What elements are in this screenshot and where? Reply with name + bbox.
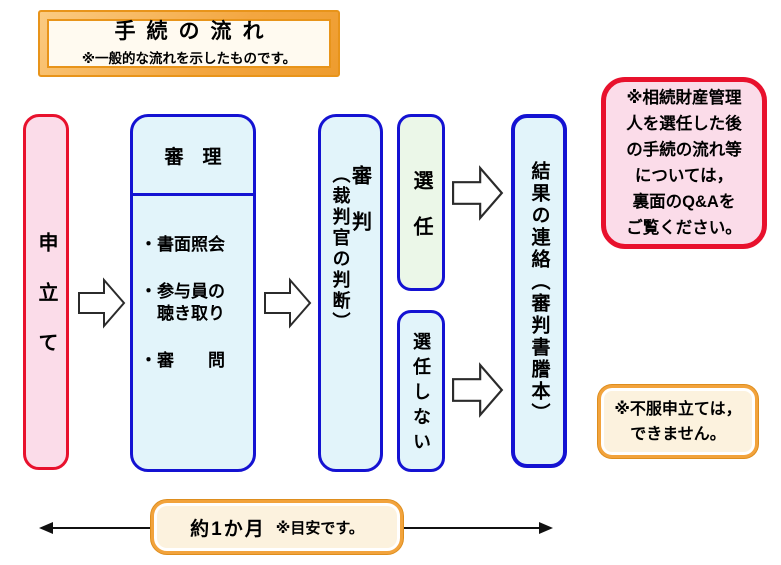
block-arrow-icon [78, 277, 126, 329]
block-arrow-icon [264, 277, 312, 329]
no-appointment-label: 選任しない [411, 332, 431, 457]
no-appointment-box: 選任しない [397, 310, 445, 472]
application-label: 申立て [35, 232, 57, 382]
application-box: 申立て [23, 114, 69, 470]
examination-header: 審 理 [164, 146, 222, 168]
duration-box: 約1か月 ※目安です。 [151, 500, 403, 554]
duration-label: 約1か月 [190, 518, 266, 540]
followup-note: ※相続財産管理 人を選任した後 の手続の流れ等 については， 裏面のQ&Aを ご… [601, 77, 767, 249]
appointment-box: 選任 [397, 114, 445, 291]
examination-body: ・書面照会 ・参与員の 聴き取り ・審 問 [133, 196, 253, 372]
block-arrow-icon [452, 362, 504, 418]
adjudication-sub-label: （裁判官の判断） [330, 164, 351, 333]
adjudication-label: 審判（裁判官の判断） [330, 164, 371, 422]
appointment-label: 選任 [410, 169, 432, 262]
examination-item: ・書面照会 [140, 235, 225, 254]
result-box: 結果の連絡（審判書謄本） [511, 114, 567, 468]
no-appeal-note: ※不服申立ては， できません。 [598, 385, 758, 458]
result-label: 結果の連絡（審判書謄本） [528, 160, 550, 425]
duration-note: ※目安です。 [275, 519, 364, 537]
title-note: ※一般的な流れを示したものです。 [81, 50, 297, 66]
no-appeal-note-text: ※不服申立ては， できません。 [614, 400, 742, 443]
examination-divider [133, 193, 253, 196]
page-title: 手続の流れ [114, 20, 275, 44]
examination-item: ・参与員の 聴き取り [140, 282, 225, 324]
adjudication-box: 審判（裁判官の判断） [318, 114, 383, 472]
title-box-inner: 手続の流れ ※一般的な流れを示したものです。 [47, 19, 331, 68]
adjudication-main-label: 審判 [348, 164, 371, 257]
followup-note-text: ※相続財産管理 人を選任した後 の手続の流れ等 については， 裏面のQ&Aを ご… [626, 89, 742, 237]
examination-box: 審 理 ・書面照会 ・参与員の 聴き取り ・審 問 [130, 114, 256, 472]
examination-item: ・審 問 [140, 351, 225, 371]
block-arrow-icon [452, 165, 504, 221]
title-box: 手続の流れ ※一般的な流れを示したものです。 [38, 10, 340, 77]
